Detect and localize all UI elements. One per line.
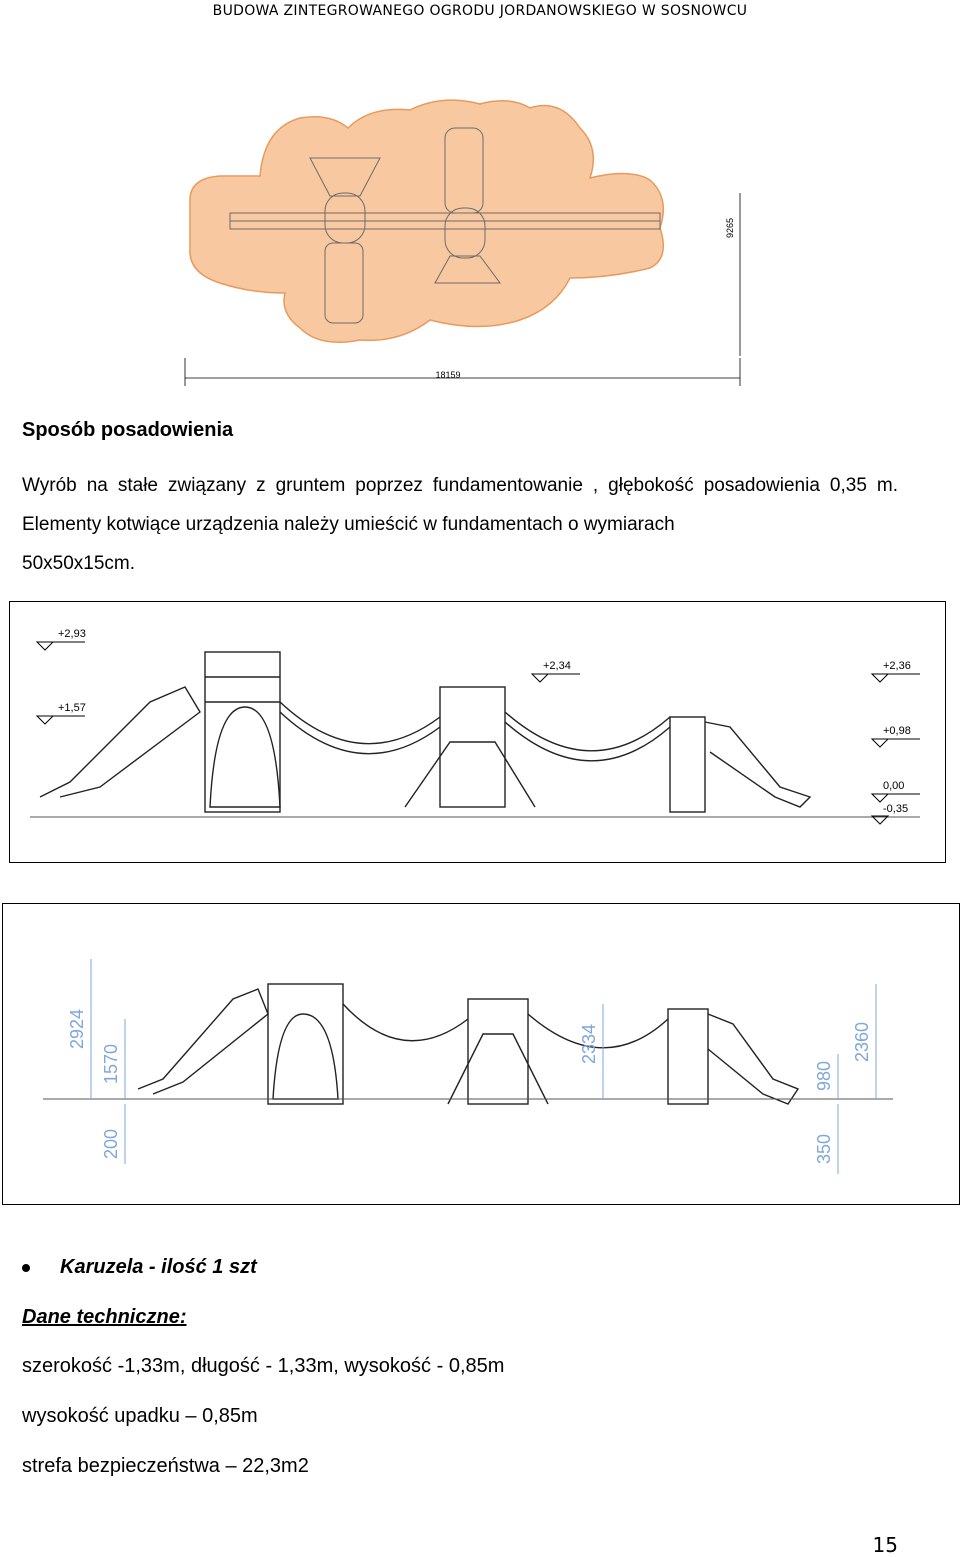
elevation-drawing-dimensions: 2924 1570 200 2334 980 350 2360 xyxy=(2,903,960,1205)
rope-bridge-right xyxy=(527,1013,669,1049)
net-middle xyxy=(447,1033,549,1105)
rope-bridge-left xyxy=(279,701,441,745)
foundation-paragraph-text: Wyrób na stałe związany z gruntem poprze… xyxy=(22,475,898,535)
plan-height-dimension: 9265 xyxy=(725,218,735,238)
dimension-label: 200 xyxy=(101,1129,121,1159)
level-label: +2,36 xyxy=(883,660,911,672)
tower-right xyxy=(669,716,706,813)
net-plan-left xyxy=(309,157,381,197)
spec-dimensions: szerokość -1,33m, długość - 1,33m, wysok… xyxy=(22,1355,505,1377)
level-label: +2,93 xyxy=(58,628,86,640)
tower-left xyxy=(267,983,344,1105)
page-number: 15 xyxy=(872,1533,898,1557)
tower-left xyxy=(204,651,281,813)
slide-plan-right xyxy=(444,127,484,214)
spec-fall-height: wysokość upadku – 0,85m xyxy=(22,1405,258,1427)
slide-right xyxy=(707,1013,800,1105)
foundation-paragraph: Wyrób na stałe związany z gruntem poprze… xyxy=(22,466,898,583)
net-plan-right xyxy=(434,255,501,284)
tower-plan-right xyxy=(444,207,486,259)
plan-width-dimension: 18159 xyxy=(435,370,460,380)
dimension-label: 2924 xyxy=(67,1009,87,1049)
dimension-label: 2334 xyxy=(579,1024,599,1064)
spec-safety-zone: strefa bezpieczeństwa – 22,3m2 xyxy=(22,1455,309,1477)
slide-plan-left xyxy=(324,242,364,324)
rope-bridge-left xyxy=(342,1003,469,1042)
tower-middle xyxy=(467,998,529,1105)
bullet-icon xyxy=(22,1264,30,1272)
level-label: +1,57 xyxy=(58,702,86,714)
climbing-wall-left xyxy=(209,706,281,808)
dimension-label: 980 xyxy=(814,1061,834,1091)
tower-middle xyxy=(439,686,506,808)
elevation-drawing-levels: +2,93 +1,57 +2,34 +2,36 +0,98 0,00 -0,35 xyxy=(9,601,946,863)
dimension-label: 2360 xyxy=(852,1022,872,1062)
climbing-wall-left xyxy=(272,1013,339,1100)
rope-bridge-right xyxy=(504,711,671,752)
level-label: +0,98 xyxy=(883,725,911,737)
tower-right xyxy=(667,1008,709,1105)
level-label: +2,34 xyxy=(543,660,571,672)
slide-left xyxy=(39,686,201,798)
product-bullet: Karuzela - ilość 1 szt xyxy=(60,1256,257,1278)
dimension-label: 1570 xyxy=(101,1044,121,1084)
tech-data-heading: Dane techniczne: xyxy=(22,1306,187,1328)
foundation-paragraph-last: 50x50x15cm. xyxy=(22,553,136,574)
net-middle xyxy=(404,741,536,808)
level-label: -0,35 xyxy=(883,803,908,815)
level-label: 0,00 xyxy=(883,780,904,792)
section-heading: Sposób posadowienia xyxy=(22,419,234,441)
site-plan-drawing: 18159 9265 xyxy=(184,99,741,386)
slide-right xyxy=(704,721,812,808)
slide-left xyxy=(137,988,269,1095)
dimension-label: 350 xyxy=(814,1134,834,1164)
page-header: BUDOWA ZINTEGROWANEGO OGRODU JORDANOWSKI… xyxy=(212,3,748,19)
